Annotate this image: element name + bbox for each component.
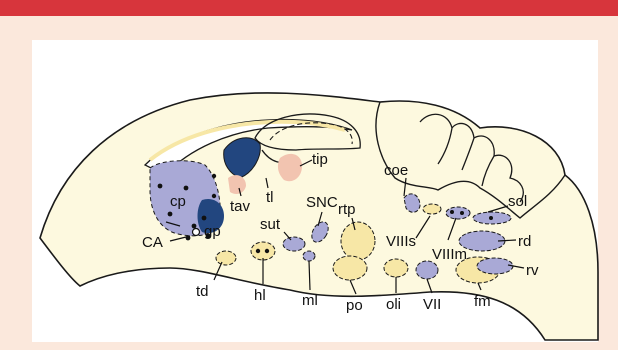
label-tl: tl (266, 189, 274, 206)
td-nucleus (216, 251, 236, 265)
label-po: po (346, 297, 363, 314)
label-tav: tav (230, 198, 251, 215)
label-sut: sut (260, 216, 281, 233)
hl-nucleus (251, 242, 275, 260)
label-sol: sol (508, 193, 527, 210)
brain-outline (40, 93, 598, 340)
label-viiim: VIIIm (432, 246, 467, 263)
ca-marker (193, 229, 200, 236)
label-cp: cp (170, 193, 186, 210)
viiim-nucleus (446, 207, 470, 219)
label-hl: hl (254, 287, 266, 304)
label-fm: fm (474, 293, 491, 310)
label-rtp: rtp (338, 201, 356, 218)
label-rv: rv (526, 262, 539, 279)
ml-nucleus (303, 251, 315, 261)
viiis-nucleus (423, 204, 441, 214)
label-vii: VII (423, 296, 441, 313)
label-viiis: VIIIs (386, 233, 416, 250)
vii-nucleus (416, 261, 438, 279)
po-nucleus (333, 256, 367, 280)
label-oli: oli (386, 296, 401, 313)
label-snc: SNC (306, 194, 338, 211)
sut-nucleus (283, 237, 305, 251)
rtp-nucleus (341, 222, 375, 260)
label-td: td (196, 283, 209, 300)
oli-nucleus (384, 259, 408, 277)
label-ml: ml (302, 292, 318, 309)
label-coe: coe (384, 162, 408, 179)
label-tip: tip (312, 151, 328, 168)
label-gp: gp (204, 223, 221, 240)
label-rd: rd (518, 233, 531, 250)
rv-nucleus (477, 258, 513, 274)
label-ca: CA (142, 234, 163, 251)
